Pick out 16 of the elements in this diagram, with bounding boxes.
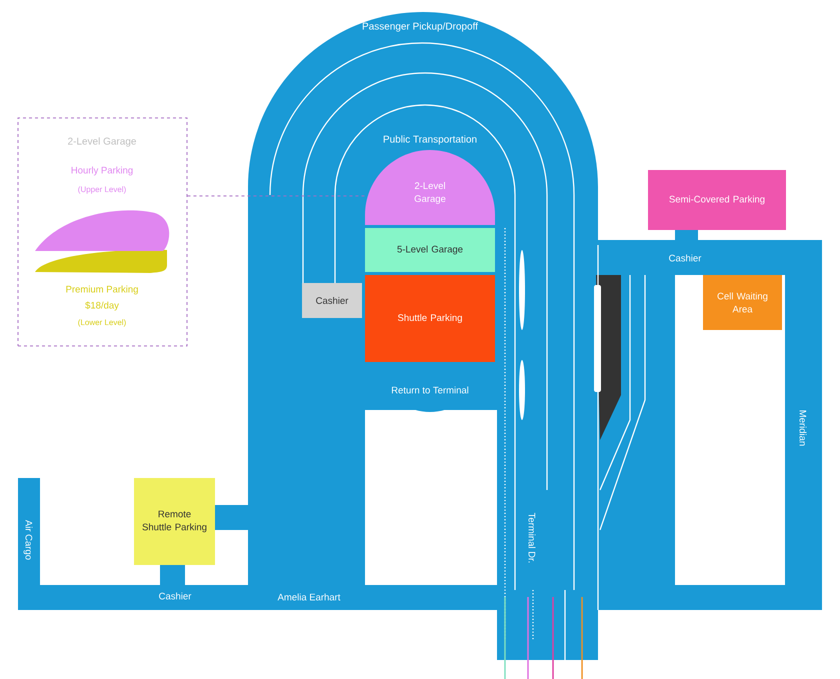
garage-dome: 2-Level Garage — [365, 150, 495, 225]
cashier-booth: Cashier — [302, 282, 362, 318]
parking-box: Semi-Covered Parking — [648, 170, 786, 230]
road-label: Cashier — [159, 592, 192, 600]
road-label: Return to Terminal — [392, 386, 468, 394]
callout-box: 2-Level Garage Hourly Parking (Upper Level) Premium Parking $18/day (Lower Level) — [18, 118, 188, 346]
road-label: Air Cargo — [24, 520, 32, 560]
road-label: Terminal Dr. — [528, 512, 536, 562]
road-label: Meridian — [800, 410, 806, 446]
garage-box: 5-Level Garage — [365, 228, 495, 272]
road-label: Passenger Pickup/Dropoff — [362, 22, 478, 32]
parking-box: Remote Shuttle Parking — [134, 478, 215, 565]
road-label: Cashier — [669, 254, 702, 262]
waiting-area-box: Cell Waiting Area — [703, 274, 782, 330]
road-label: Amelia Earhart — [278, 594, 340, 600]
parking-box: Shuttle Parking — [365, 274, 495, 362]
